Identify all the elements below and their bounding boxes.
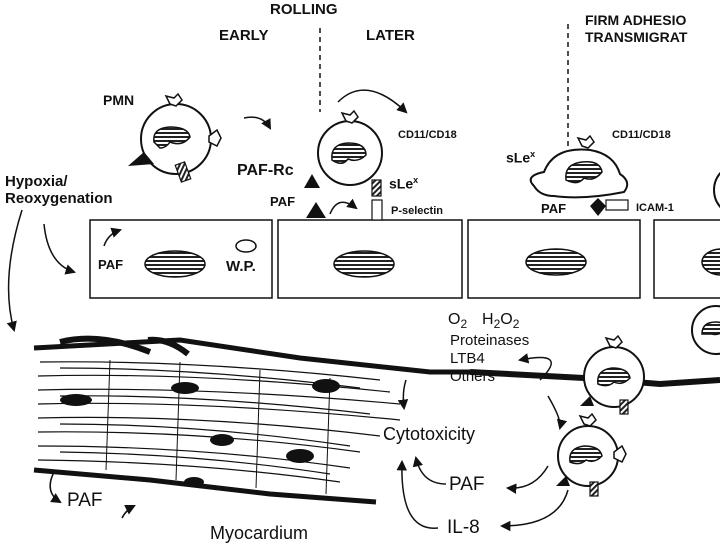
icam-1-label: ICAM-1	[636, 202, 674, 214]
pmn-cell-adherent	[529, 134, 629, 216]
transmigration-label: TRANSMIGRAT	[585, 29, 688, 45]
paf-label-rolling: PAF	[270, 194, 296, 209]
endothelial-nucleus	[525, 248, 587, 276]
arrow-paf-release	[329, 198, 358, 215]
il8-label: IL-8	[447, 517, 480, 538]
pmn-cell-tissue	[556, 412, 627, 497]
wp-label: W.P.	[226, 258, 256, 275]
arrow-hypoxia-to-myocardium	[6, 209, 23, 333]
h2o2-subscript-1: 2	[493, 317, 501, 332]
endothelial-nucleus	[144, 250, 206, 278]
firm-adhesion-label: FIRM ADHESIO	[585, 12, 687, 28]
proteinases-label: Proteinases	[450, 332, 530, 349]
arrow-rolling	[337, 89, 408, 114]
reoxygenation-label: Reoxygenation	[5, 190, 113, 207]
arrow-mediators-to-cytotoxicity	[397, 379, 409, 411]
myocardium-label: Myocardium	[210, 523, 309, 543]
paf-rc-label: PAF-Rc	[237, 162, 294, 179]
slex-label-firm: sLex	[506, 149, 536, 166]
pmn-cell-rolling	[304, 109, 383, 197]
endothelial-nucleus	[333, 250, 395, 278]
arrow-paf-to-cytotoxicity	[412, 455, 447, 485]
myocardium-tissue	[33, 335, 470, 505]
slex-superscript: x	[530, 149, 536, 159]
arrow-paf-myocardium-right	[121, 505, 136, 519]
p-selectin-marker	[371, 199, 383, 221]
hypoxia-label: Hypoxia/	[5, 173, 68, 190]
o2-subscript: 2	[460, 317, 468, 332]
arrow-early-to-later	[243, 116, 272, 130]
later-label: LATER	[366, 27, 415, 44]
arrow-pmn-to-paf	[505, 465, 549, 494]
pmn-cell-edge-lower	[691, 305, 720, 355]
arrow-paf-myocardium-left	[49, 471, 62, 504]
h2o2-subscript-2: 2	[512, 317, 520, 332]
arrow-hypoxia-to-endothelium	[43, 223, 77, 275]
slex-superscript: x	[413, 175, 419, 185]
h2o2-label: H2O2	[482, 311, 520, 332]
cd11-cd18-label-rolling: CD11/CD18	[398, 129, 457, 141]
slex-label-rolling: sLex	[389, 175, 419, 192]
pmn-cell-edge	[713, 171, 720, 209]
arrow-il8-to-cytotoxicity	[396, 459, 439, 529]
paf-receptor-triangle	[306, 202, 326, 218]
arrow-pmn-to-il8	[499, 489, 569, 532]
cytotoxicity-label: Cytotoxicity	[383, 424, 476, 444]
pmn-cell-transmigrating	[580, 334, 645, 415]
ltb4-label: LTB4	[450, 350, 485, 367]
cd11-cd18-label-firm: CD11/CD18	[612, 129, 671, 141]
arrow-il8-loop	[547, 395, 568, 431]
p-selectin-label: P-selectin	[391, 205, 443, 217]
arrow-paf-cell	[103, 227, 122, 247]
o2-label: O2	[448, 311, 468, 332]
weibel-palade-body	[235, 239, 257, 253]
early-label: EARLY	[219, 27, 269, 44]
others-label: Others	[450, 368, 496, 385]
paf-label-endothelium: PAF	[98, 257, 124, 272]
endothelial-nucleus	[701, 248, 720, 276]
rolling-label: ROLLING	[270, 1, 338, 18]
paf-label-firm: PAF	[541, 201, 567, 216]
arrow-pmn-to-mediators	[517, 353, 552, 381]
paf-mediator-label: PAF	[449, 474, 485, 495]
pmn-cell-early	[128, 92, 222, 183]
paf-myocardium-label: PAF	[67, 490, 103, 511]
pmn-label: PMN	[103, 92, 135, 108]
